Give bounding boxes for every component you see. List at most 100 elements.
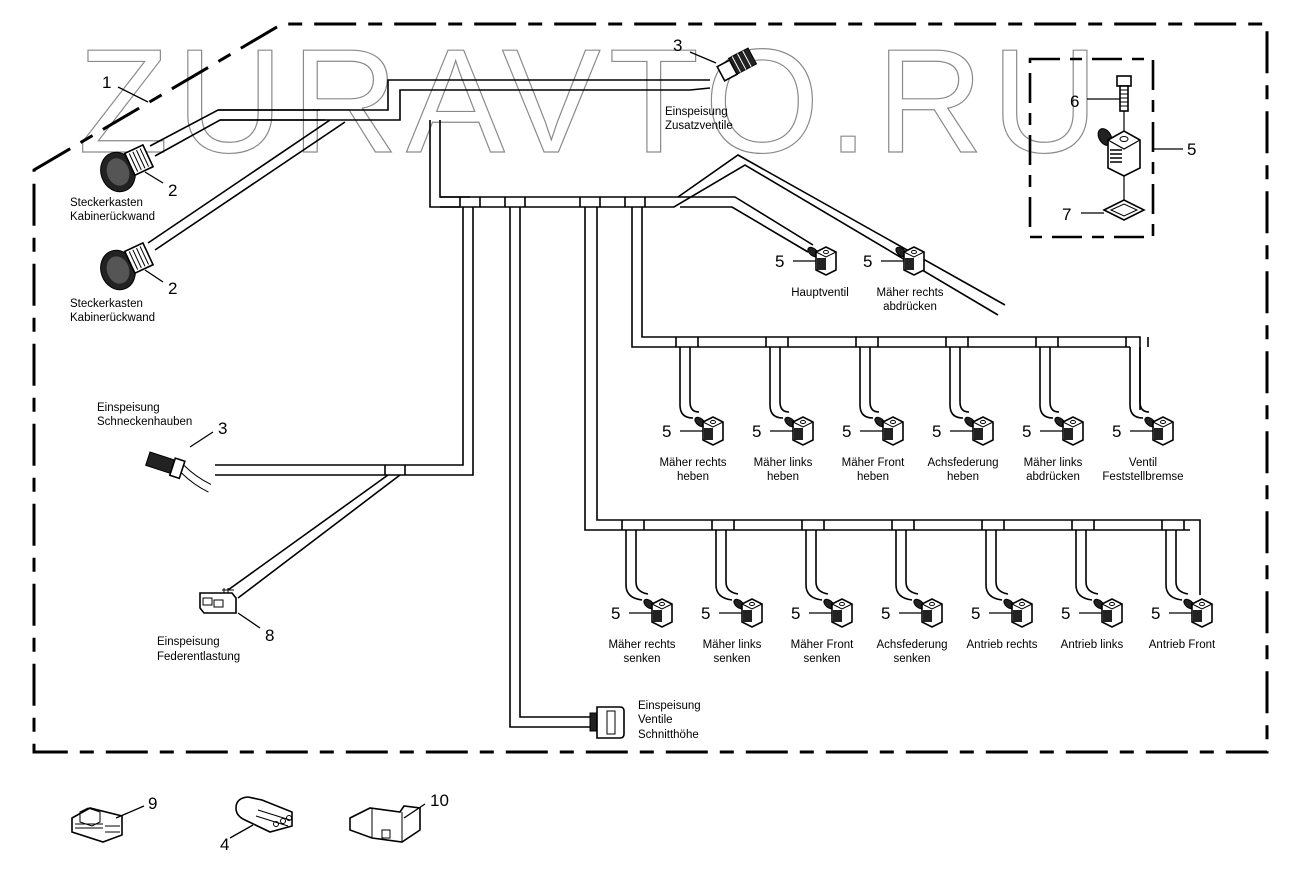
wire-drop (805, 530, 823, 601)
valve-label: heben (947, 471, 979, 483)
callout-number: 7 (1062, 205, 1071, 224)
bus-tap (945, 337, 969, 347)
round-connector-2b (100, 241, 155, 291)
wire-drop (725, 530, 739, 595)
bus-tap (891, 520, 915, 530)
callout-number: 5 (775, 252, 784, 271)
wire-drop (985, 530, 1003, 601)
harness-callout-1: 1 (102, 73, 149, 103)
callout-number: 3 (673, 36, 682, 55)
valve-label: Feststellbremse (1102, 471, 1183, 483)
callout-number: 5 (1022, 422, 1031, 441)
valve-label: abdrücken (883, 301, 937, 313)
connector-label: Kabinerückwand (70, 312, 155, 324)
bus-tap (1125, 337, 1149, 347)
callout-number: 5 (752, 422, 761, 441)
callout-number: 5 (842, 422, 851, 441)
wire-drop (779, 347, 790, 413)
connector-label: Einspeisung (157, 636, 220, 648)
bus-tap (765, 337, 789, 347)
wire-drop (769, 347, 784, 419)
wire-drop (895, 530, 913, 601)
screw-icon (1116, 75, 1132, 136)
valve-label: heben (677, 471, 709, 483)
part-4-flat-connector: 4 (220, 796, 293, 854)
bus-tap (1161, 520, 1185, 530)
bus-tap (1071, 520, 1095, 530)
callout-2b: 2 Steckerkasten Kabinerückwand (70, 269, 177, 324)
callout-number: 5 (1061, 604, 1070, 623)
bus-tap (855, 337, 879, 347)
wire-drop (815, 530, 829, 595)
connector-label: Steckerkasten (70, 298, 143, 310)
callout-number: 5 (932, 422, 941, 441)
connector-label: Schneckenhauben (97, 416, 192, 428)
seal-gasket-icon (1102, 199, 1146, 221)
valve-label: heben (857, 471, 889, 483)
connector-8 (199, 588, 237, 614)
callout-number: 2 (168, 279, 177, 298)
connector-label: Federentlastung (157, 651, 240, 663)
wire-drop (1175, 530, 1189, 595)
wire-drop (715, 530, 733, 601)
connector-label: Schnitthöhe (638, 729, 699, 741)
callout-number: 5 (701, 604, 710, 623)
valve-label: Mäher rechts (608, 639, 675, 651)
callout-number: 4 (220, 835, 229, 854)
callout-number: 3 (218, 419, 227, 438)
wire-drop (635, 530, 649, 595)
valve-plug-icon (1097, 128, 1141, 200)
valve-label: Achsfederung (877, 639, 948, 651)
valve-label: heben (767, 471, 799, 483)
connector-label: Einspeisung (97, 402, 160, 414)
connector-label: Einspeisung (638, 700, 701, 712)
bus-tap (1035, 337, 1059, 347)
wire-drop (949, 347, 964, 419)
valve-label: Achsfederung (928, 457, 999, 469)
callout-number: 2 (168, 181, 177, 200)
callout-number: 5 (662, 422, 671, 441)
bus-tap (675, 337, 699, 347)
valve-label: senken (713, 653, 750, 665)
wire-drop (859, 347, 874, 419)
callout-number: 9 (148, 794, 157, 813)
callout-number: 6 (1070, 92, 1079, 111)
row1-wire-drops (675, 337, 1150, 419)
valve-label: Ventil (1129, 457, 1157, 469)
row2-wire-drops (621, 520, 1189, 601)
wire-drop (1139, 347, 1150, 413)
wire-drop (1039, 347, 1054, 419)
valve-label: abdrücken (1026, 471, 1080, 483)
wire-drop (1129, 347, 1144, 419)
callout-2a: 2 Steckerkasten Kabinerückwand (70, 171, 177, 223)
round-connector-2a (100, 143, 155, 193)
connector-label: Kabinerückwand (70, 211, 155, 223)
wire-drop (869, 347, 880, 413)
callout-number: 5 (1151, 604, 1160, 623)
wire-drop (679, 347, 694, 419)
wire-drop (1049, 347, 1060, 413)
bus-tap (801, 520, 825, 530)
wire-drop (1075, 530, 1093, 601)
callout-3-left: Einspeisung Schneckenhauben 3 (97, 402, 227, 448)
part-9-connector-housing: 9 (71, 794, 157, 843)
wire-drop (689, 347, 700, 413)
callout-8: 8 Einspeisung Federentlastung (157, 612, 274, 663)
valve-label: senken (623, 653, 660, 665)
bus-tap (981, 520, 1005, 530)
wire-drop (995, 530, 1009, 595)
